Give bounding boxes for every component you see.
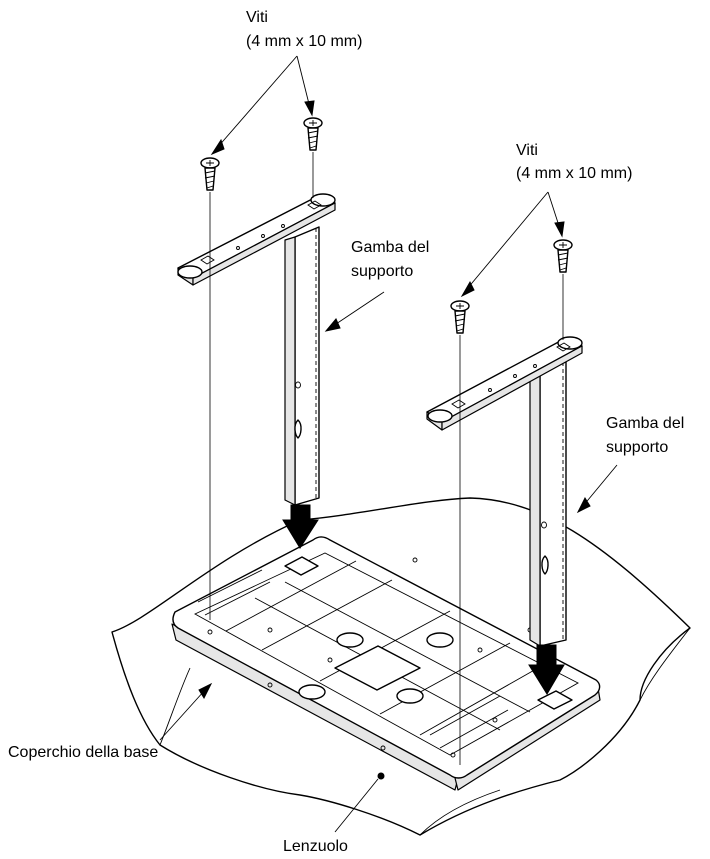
left-stand-leg (177, 193, 336, 506)
right-screw-2 (553, 239, 573, 273)
screws-left-title: Viti (246, 9, 268, 26)
screws-right-size: (4 mm x 10 mm) (516, 165, 632, 182)
screws-right-title: Viti (516, 142, 538, 159)
leg-right-label-line1: Gamba del (606, 415, 684, 432)
leg-right-label-line2: supporto (606, 439, 668, 456)
right-insert-arrow (528, 644, 565, 695)
right-screw-1 (450, 300, 470, 334)
left-screw-1 (200, 157, 220, 191)
leg-left-label-line1: Gamba del (351, 239, 429, 256)
left-screw-2 (303, 117, 323, 151)
base-cover (171, 536, 601, 791)
base-cover-label: Coperchio della base (8, 744, 158, 761)
screws-left-size: (4 mm x 10 mm) (246, 33, 362, 50)
sheet-label: Lenzuolo (283, 838, 348, 855)
leader-lines (159, 55, 618, 833)
leg-left-label-line2: supporto (351, 263, 413, 280)
left-insert-arrow (282, 504, 319, 549)
